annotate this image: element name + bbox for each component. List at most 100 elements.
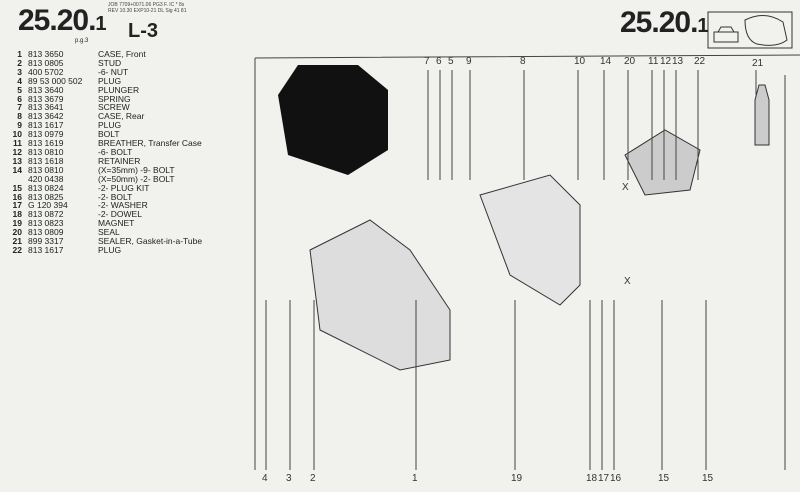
- frame-lines: [254, 54, 800, 470]
- part-description: (X=50mm) -2- BOLT: [98, 173, 175, 184]
- part-number: 813 0809: [28, 227, 64, 238]
- parts-list-row: 8 813 3642 CASE, Rear: [4, 112, 202, 121]
- part-number: 813 3642: [28, 111, 64, 122]
- callout-bottom: 15: [702, 473, 714, 484]
- callout-bottom: 1: [412, 473, 418, 484]
- part-description: BREATHER, Transfer Case: [98, 138, 202, 149]
- part-number: 400 5702: [28, 66, 64, 77]
- retainer: [624, 129, 701, 196]
- parts-list-row: 13 813 1618 RETAINER: [4, 155, 202, 166]
- section-label: L-3: [128, 20, 158, 42]
- item-number: 15: [12, 182, 22, 193]
- page-number-right: 25.20.1: [620, 6, 709, 39]
- part-number: 813 1617: [28, 120, 64, 131]
- callout-bottom: 3: [286, 473, 292, 484]
- callout-top: 22: [694, 56, 706, 67]
- callout-bottom: 19: [511, 473, 523, 484]
- part-description: -2- PLUG KIT: [98, 182, 150, 193]
- sealer-tube: [754, 84, 770, 146]
- part-description: RETAINER: [98, 155, 141, 166]
- item-number: 2: [17, 57, 22, 68]
- front-case: [309, 219, 451, 371]
- callout-bottom: 4: [262, 473, 268, 484]
- rear-case: [479, 174, 581, 306]
- callout-top: 6: [436, 56, 442, 67]
- item-number: 8: [17, 111, 22, 122]
- part-number: 813 3679: [28, 93, 64, 104]
- part-number: 89 53 000 502: [28, 75, 83, 86]
- part-description: CASE, Front: [98, 49, 146, 59]
- part-number: 813 0823: [28, 218, 64, 229]
- part-description: SCREW: [98, 102, 130, 113]
- item-number: 17: [12, 200, 22, 211]
- part-description: -6- BOLT: [98, 146, 133, 157]
- callout-bottom: 16: [610, 473, 622, 484]
- item-number: 13: [12, 155, 22, 166]
- part-description: STUD: [98, 57, 122, 68]
- page-subnumber: p.g.3: [75, 38, 89, 44]
- item-number: 16: [12, 191, 22, 202]
- callout-top: 5: [448, 56, 454, 67]
- part-description: -2- WASHER: [98, 200, 148, 211]
- part-number: 813 3640: [28, 84, 64, 95]
- part-description: SEAL: [98, 227, 120, 238]
- item-number: 10: [12, 129, 22, 140]
- callout-bottom: 18: [586, 473, 598, 484]
- callout-bottom: 15: [658, 473, 670, 484]
- part-number: 813 3641: [28, 102, 64, 113]
- item-number: 7: [17, 102, 22, 113]
- item-number: 14: [12, 164, 22, 175]
- parts-list-row: 1 813 3650 CASE, Front: [4, 50, 202, 59]
- item-number: 9: [17, 120, 22, 131]
- item-number: 1: [17, 49, 22, 59]
- callout-top: 11: [648, 56, 659, 67]
- part-description: BOLT: [98, 129, 120, 140]
- callout-top: 10: [574, 56, 586, 67]
- callout-top: 21: [752, 58, 764, 69]
- part-description: SPRING: [98, 93, 131, 104]
- part-number: 813 0979: [28, 129, 64, 140]
- item-number: 11: [13, 138, 22, 149]
- item-number: 20: [12, 227, 22, 238]
- part-description: PLUNGER: [98, 84, 140, 95]
- part-number: 813 0825: [28, 191, 64, 202]
- part-number: 813 0810: [28, 146, 64, 157]
- callout-top: 20: [624, 56, 636, 67]
- callout-top: 13: [672, 56, 684, 67]
- part-description: -2- DOWEL: [98, 209, 142, 220]
- vehicle-thumbnail: [707, 11, 793, 49]
- callout-top: 7: [424, 56, 430, 67]
- part-description: PLUG: [98, 244, 122, 255]
- part-number: G 120 394: [28, 200, 68, 211]
- parts-list-row: 420 0438(X=50mm) -2- BOLT: [4, 173, 202, 184]
- part-description: CASE, Rear: [98, 111, 145, 122]
- parts-list-row: 7 813 3641 SCREW: [4, 103, 202, 112]
- item-number: 19: [12, 218, 22, 229]
- item-number: 12: [12, 146, 22, 157]
- parts-list-row: 17 G 120 394 -2- WASHER: [4, 201, 202, 210]
- part-description: -6- NUT: [98, 66, 129, 77]
- parts-list-row: 10 813 0979 BOLT: [4, 130, 202, 139]
- part-number: 813 1618: [28, 155, 64, 166]
- page-number-left: 25.20.1: [18, 4, 107, 37]
- part-number: 899 3317: [28, 236, 64, 247]
- transfer-case-assembly: [278, 65, 388, 175]
- part-number: 813 3650: [28, 49, 64, 59]
- item-number: 22: [12, 244, 22, 255]
